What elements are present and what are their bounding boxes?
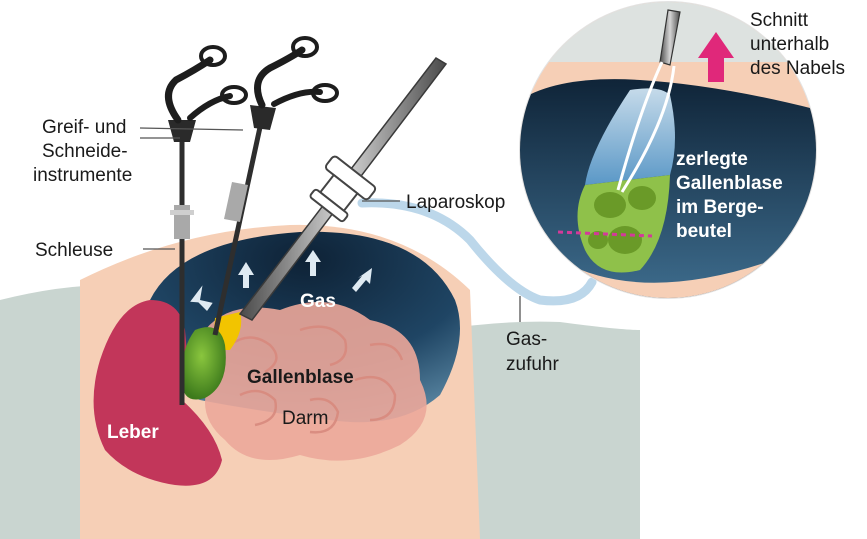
instruments-label-1: Greif- und — [42, 117, 126, 138]
inset-label-2: Gallenblase — [676, 173, 783, 194]
leber-label: Leber — [107, 422, 159, 443]
gas-label: Gas — [300, 291, 336, 312]
laparoskop-label: Laparoskop — [406, 192, 505, 213]
gallenblase-label: Gallenblase — [247, 367, 354, 388]
inset-label-4: beutel — [676, 221, 732, 242]
instruments-label-2: Schneide- — [42, 141, 128, 162]
schnitt-label-3: des Nabels — [750, 58, 845, 79]
inset-label-1: zerlegte — [676, 149, 748, 170]
schnitt-label-2: unterhalb — [750, 34, 829, 55]
gaszufuhr-label-1: Gas- — [506, 329, 547, 350]
schleuse-label: Schleuse — [35, 240, 113, 261]
instruments-label-3: instrumente — [33, 165, 132, 186]
schnitt-label-1: Schnitt — [750, 10, 809, 31]
darm-label: Darm — [282, 408, 328, 429]
inset-label-3: im Berge- — [676, 197, 764, 218]
gaszufuhr-label-2: zufuhr — [506, 354, 559, 375]
